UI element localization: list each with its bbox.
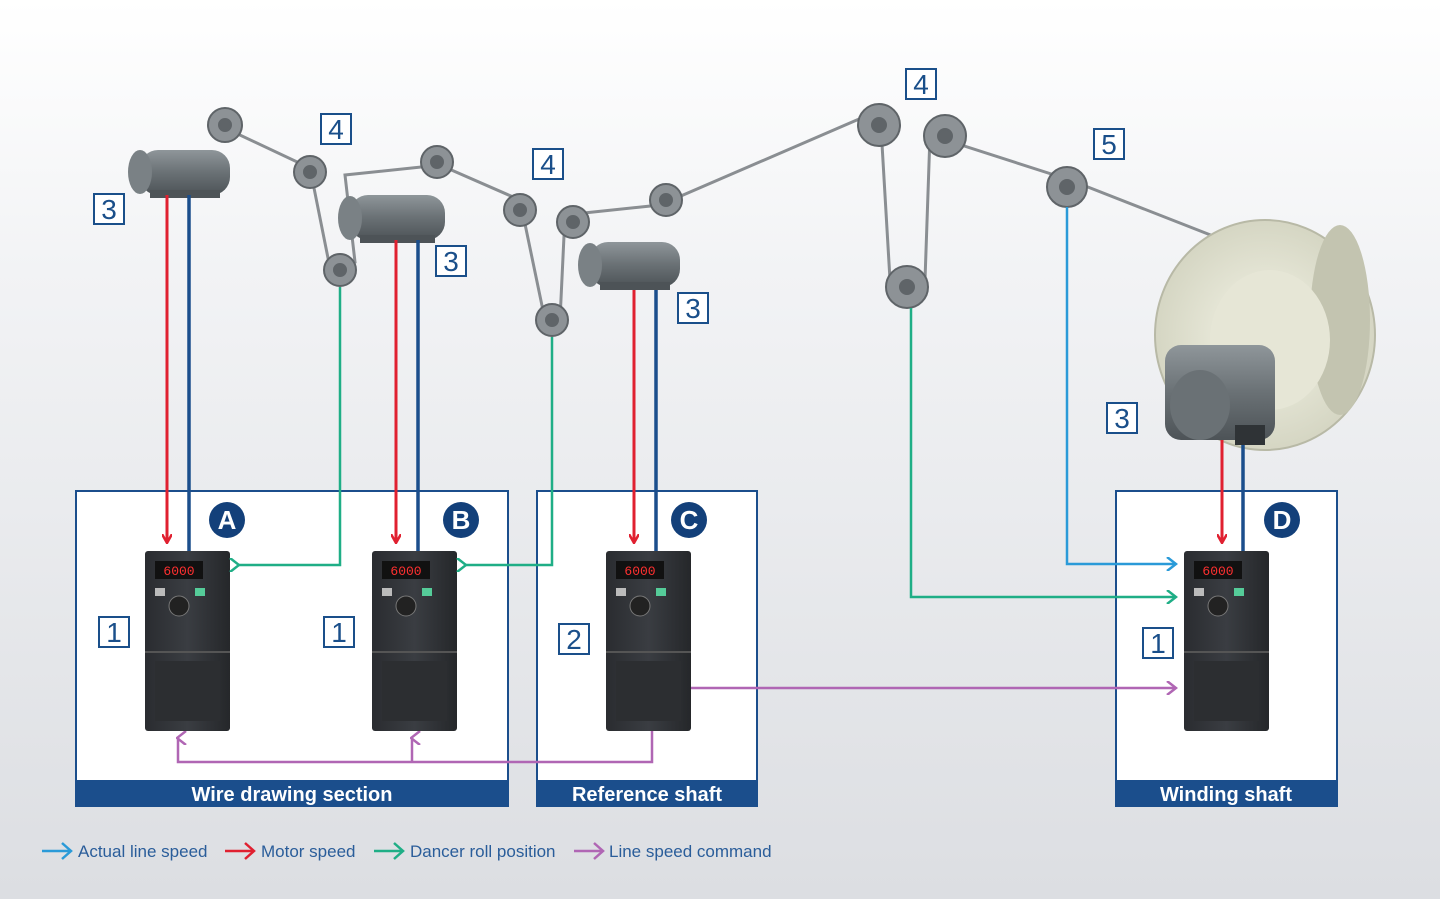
- svg-text:B: B: [452, 505, 471, 535]
- feedback-lines: [187, 195, 1245, 551]
- motor-speed-lines: [167, 195, 1222, 542]
- num-dancer-2: 4: [532, 148, 564, 180]
- svg-text:D: D: [1273, 505, 1292, 535]
- section-label-reference-shaft: Reference shaft: [572, 784, 722, 806]
- num-motor-3: 3: [677, 292, 709, 324]
- section-label-wire-drawing: Wire drawing section: [192, 784, 393, 806]
- legend: Actual line speed Motor speed Dancer rol…: [42, 842, 772, 861]
- svg-text:Line speed command: Line speed command: [609, 842, 772, 861]
- inverter-display: 6000: [390, 564, 421, 579]
- svg-text:4: 4: [913, 69, 929, 100]
- badge-b: B: [443, 502, 479, 538]
- svg-text:C: C: [680, 505, 699, 535]
- dancer-roll-lines: [238, 287, 1176, 597]
- num-inv-a: 1: [98, 616, 130, 648]
- inverter-a: 6000: [145, 551, 230, 731]
- svg-text:1: 1: [106, 617, 122, 648]
- legend-actual-line-speed: Actual line speed: [42, 842, 207, 861]
- inverter-display: 6000: [1202, 564, 1233, 579]
- svg-text:Dancer roll position: Dancer roll position: [410, 842, 556, 861]
- inverter-c: 6000: [606, 551, 691, 731]
- badge-d: D: [1264, 502, 1300, 538]
- num-motor-1: 3: [93, 193, 125, 225]
- svg-text:3: 3: [443, 246, 459, 277]
- num-dancer-1: 4: [320, 113, 352, 145]
- legend-dancer-roll-position: Dancer roll position: [374, 842, 556, 861]
- svg-text:1: 1: [331, 617, 347, 648]
- inverter-b: 6000: [372, 551, 457, 731]
- num-sensor: 5: [1093, 128, 1125, 160]
- section-label-winding-shaft: Winding shaft: [1160, 784, 1292, 806]
- number-boxes: 1 1 2 1 3 3 3 3 4 4 4 5: [93, 68, 1174, 659]
- num-inv-c: 2: [558, 623, 590, 655]
- svg-text:4: 4: [328, 114, 344, 145]
- svg-text:3: 3: [101, 194, 117, 225]
- svg-text:3: 3: [1114, 403, 1130, 434]
- badge-c: C: [671, 502, 707, 538]
- legend-motor-speed: Motor speed: [225, 842, 356, 861]
- motor-c: [578, 242, 680, 290]
- svg-text:Actual line speed: Actual line speed: [78, 842, 207, 861]
- actual-line-speed-line: [1065, 207, 1176, 564]
- svg-text:4: 4: [540, 149, 556, 180]
- svg-text:5: 5: [1101, 129, 1117, 160]
- motor-a: [128, 150, 230, 198]
- rollers: [207, 103, 1088, 337]
- line-speed-command-lines: [178, 688, 1176, 764]
- inverter-display: 6000: [624, 564, 655, 579]
- badge-a: A: [209, 502, 245, 538]
- svg-text:2: 2: [566, 624, 582, 655]
- num-dancer-3: 4: [905, 68, 937, 100]
- num-motor-2: 3: [435, 245, 467, 277]
- svg-text:1: 1: [1150, 628, 1166, 659]
- motor-d: [1165, 345, 1275, 445]
- svg-text:3: 3: [685, 293, 701, 324]
- legend-line-speed-command: Line speed command: [574, 842, 772, 861]
- num-inv-d: 1: [1142, 627, 1174, 659]
- motor-b: [338, 195, 445, 243]
- inverter-d: 6000: [1184, 551, 1269, 731]
- svg-text:A: A: [218, 505, 237, 535]
- num-inv-b: 1: [323, 616, 355, 648]
- inverter-display: 6000: [163, 564, 194, 579]
- num-motor-4: 3: [1106, 402, 1138, 434]
- svg-text:Motor speed: Motor speed: [261, 842, 356, 861]
